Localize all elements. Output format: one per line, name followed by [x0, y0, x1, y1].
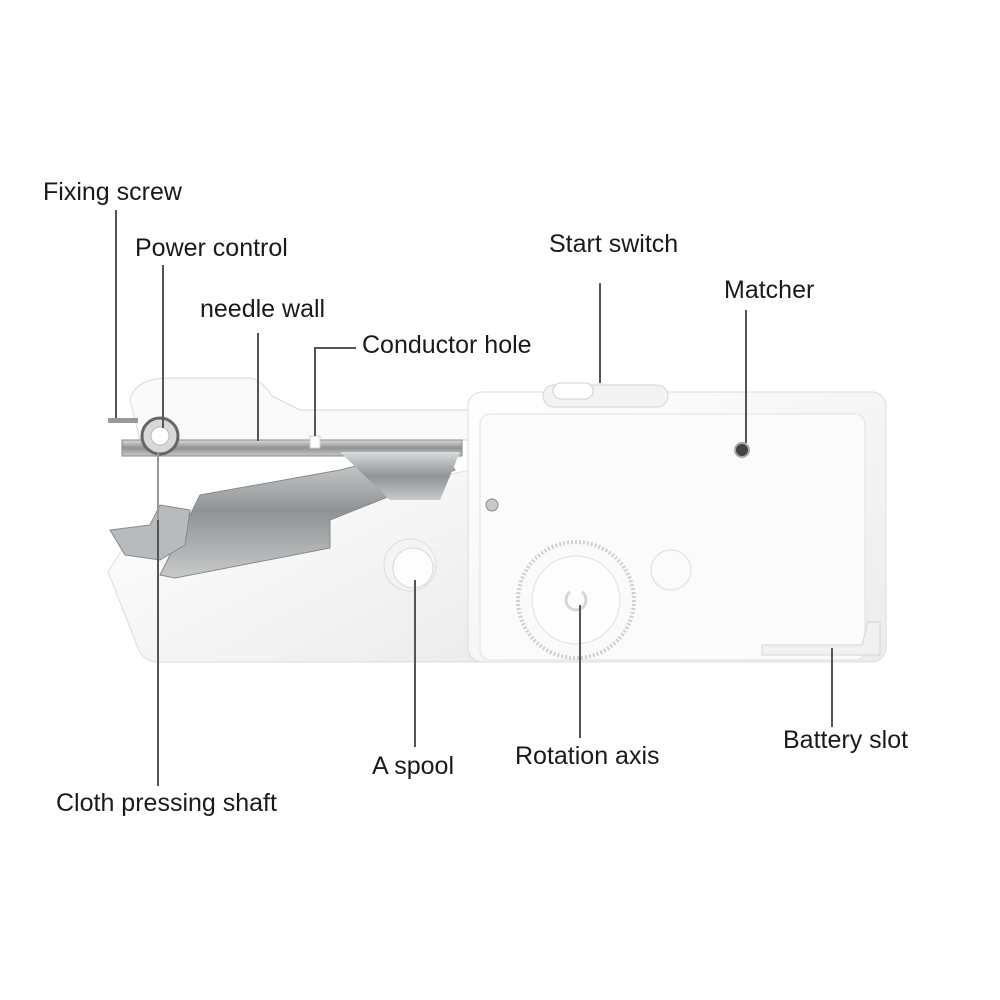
- arm-metal-neck: [340, 452, 460, 500]
- battery-slot-cover: [761, 621, 881, 656]
- label-rotation-axis: Rotation axis: [515, 742, 660, 770]
- label-power-control: Power control: [135, 234, 288, 262]
- spool: [392, 547, 434, 589]
- fixing-screw: [108, 418, 138, 423]
- start-switch-slider: [552, 382, 594, 400]
- leader-conductor-hole: [314, 347, 356, 436]
- presser-foot: [109, 504, 191, 561]
- rotation-dial-center: [531, 555, 621, 645]
- label-needle-wall: needle wall: [200, 295, 326, 323]
- label-conductor-hole: Conductor hole: [362, 331, 532, 359]
- label-start-switch: Start switch: [549, 230, 679, 258]
- side-button: [650, 549, 692, 591]
- label-cloth-pressing-shaft: Cloth pressing shaft: [56, 789, 277, 817]
- leader-lines: [115, 210, 833, 786]
- label-battery-slot: Battery slot: [783, 726, 909, 754]
- conductor-hole: [309, 435, 321, 449]
- label-fixing-screw: Fixing screw: [43, 178, 182, 206]
- rotation-icon: [564, 590, 588, 612]
- top-arm: [129, 377, 471, 441]
- label-a-spool: A spool: [372, 752, 455, 780]
- housing-screw: [485, 498, 499, 512]
- label-matcher: Matcher: [724, 276, 815, 304]
- matcher-jack: [734, 442, 750, 458]
- power-control-knob-cap: [150, 426, 170, 446]
